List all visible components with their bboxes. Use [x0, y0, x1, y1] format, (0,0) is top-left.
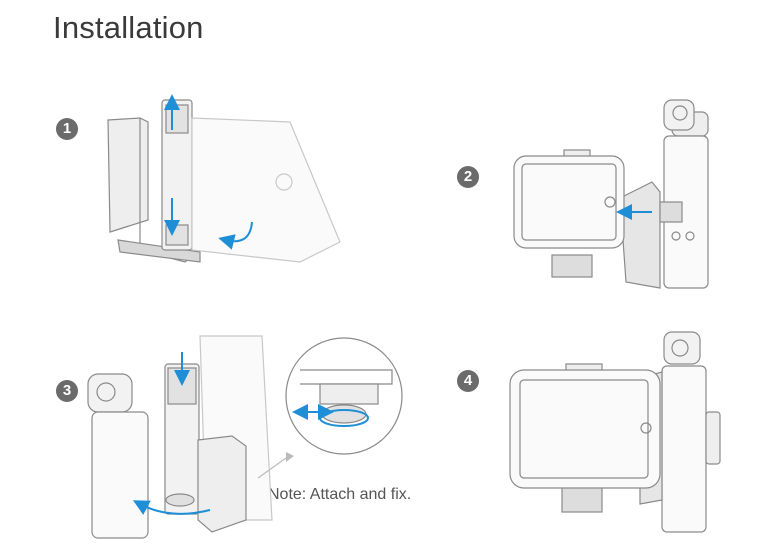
step4-illustration	[509, 331, 721, 533]
step1-arrows	[164, 94, 253, 250]
step1-illustration	[107, 99, 341, 263]
step-badge-2: 2	[457, 166, 479, 188]
step3-arrows	[132, 352, 369, 515]
step2-illustration	[513, 99, 709, 289]
note-text: Note: Attach and fix.	[268, 486, 412, 503]
step-badge-4: 4	[457, 370, 479, 392]
page-title: Installation	[53, 10, 204, 45]
step3-illustration	[87, 335, 403, 539]
step-badge-1: 1	[56, 118, 78, 140]
step-badge-3: 3	[56, 380, 78, 402]
